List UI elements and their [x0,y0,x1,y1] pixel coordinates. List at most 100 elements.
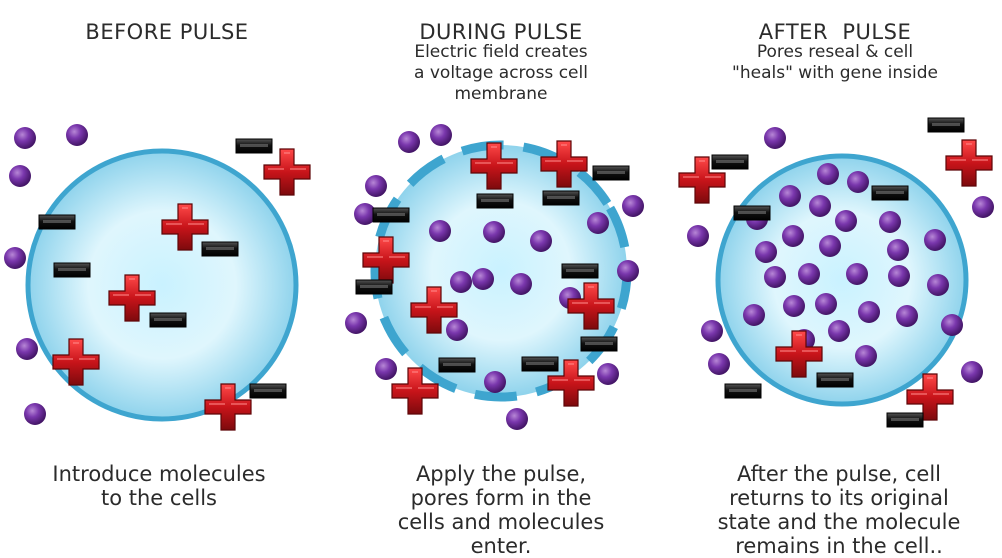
negative-charge-icon [733,205,771,221]
molecule [66,124,88,146]
negative-charge-icon [438,357,476,373]
positive-charge-icon [263,148,311,196]
negative-charge-icon [886,412,924,428]
positive-charge-icon [567,282,615,330]
molecule [9,165,31,187]
positive-charge-icon [470,142,518,190]
molecule [819,235,841,257]
panel-subtitle: Electric field creates a voltage across … [334,42,668,105]
molecule [809,195,831,217]
positive-charge-icon [547,359,595,407]
cell-body [375,145,627,397]
molecule [429,220,451,242]
panel-caption: Introduce molecules to the cells [52,462,266,510]
negative-charge-icon [592,165,630,181]
negative-charge-icon [149,312,187,328]
molecule [896,305,918,327]
molecule [815,293,837,315]
subtitle-line: membrane [454,84,548,104]
molecule [941,314,963,336]
molecule [14,127,36,149]
molecule [687,225,709,247]
molecule [398,131,420,153]
molecule [924,229,946,251]
molecule [24,403,46,425]
panel-title: BEFORE PULSE [85,20,249,44]
molecule [597,363,619,385]
molecule [743,304,765,326]
molecule [764,266,786,288]
negative-charge-icon [816,372,854,388]
molecule [782,225,804,247]
positive-charge-icon [678,156,726,204]
molecule [506,408,528,430]
molecule [484,371,506,393]
subtitle-line: "heals" with gene inside [732,63,938,83]
positive-charge-icon [410,286,458,334]
panel-caption: Apply the pulse, pores form in the cells… [397,462,605,558]
negative-charge-icon [521,356,559,372]
molecule [530,230,552,252]
positive-charge-icon [161,203,209,251]
molecule [887,239,909,261]
before-pulse-panel: BEFORE PULSE Introduce molecules to the … [0,0,334,558]
molecule [779,185,801,207]
positive-charge-icon [945,139,993,187]
after-pulse-illustration [678,117,994,428]
negative-charge-icon [927,117,965,133]
molecule [879,211,901,233]
positive-charge-icon [775,330,823,378]
negative-charge-icon [38,214,76,230]
negative-charge-icon [542,190,580,206]
molecule [365,175,387,197]
resealed-cell-membrane [715,153,969,407]
molecule [798,263,820,285]
molecule [835,210,857,232]
molecule [16,338,38,360]
positive-charge-icon [108,274,156,322]
negative-charge-icon [201,241,239,257]
negative-charge-icon [871,185,909,201]
molecule [617,260,639,282]
molecule [375,358,397,380]
molecule [828,320,850,342]
molecule [430,124,452,146]
molecule [755,241,777,263]
molecule [847,171,869,193]
molecule [764,127,786,149]
panel-title: AFTER PULSE [758,20,912,44]
positive-charge-icon [52,338,100,386]
molecule [622,195,644,217]
molecule [888,265,910,287]
negative-charge-icon [372,207,410,223]
molecule [701,320,723,342]
molecule [472,268,494,290]
during-pulse-illustration [345,124,644,430]
subtitle-line: a voltage across cell [414,63,588,83]
during-pulse-panel: DURING PULSE Electric field creates a vo… [334,0,668,558]
molecule [4,247,26,269]
molecule [846,263,868,285]
molecule [858,301,880,323]
molecule [855,345,877,367]
negative-charge-icon [724,383,762,399]
molecule [483,221,505,243]
molecule [972,196,994,218]
panel-caption: After the pulse, cell returns to its ori… [717,462,961,558]
negative-charge-icon [476,193,514,209]
positive-charge-icon [540,140,588,188]
molecule [345,312,367,334]
cell-membrane [25,148,299,422]
positive-charge-icon [204,383,252,431]
negative-charge-icon [249,383,287,399]
positive-charge-icon [906,373,954,421]
molecule [510,273,532,295]
after-pulse-panel: AFTER PULSE Pores reseal & cell "heals" … [668,0,1002,558]
negative-charge-icon [355,279,393,295]
molecule [450,271,472,293]
panel-subtitle: Pores reseal & cell "heals" with gene in… [668,42,1002,84]
positive-charge-icon [362,236,410,284]
molecule [783,295,805,317]
molecule [817,163,839,185]
negative-charge-icon [53,262,91,278]
